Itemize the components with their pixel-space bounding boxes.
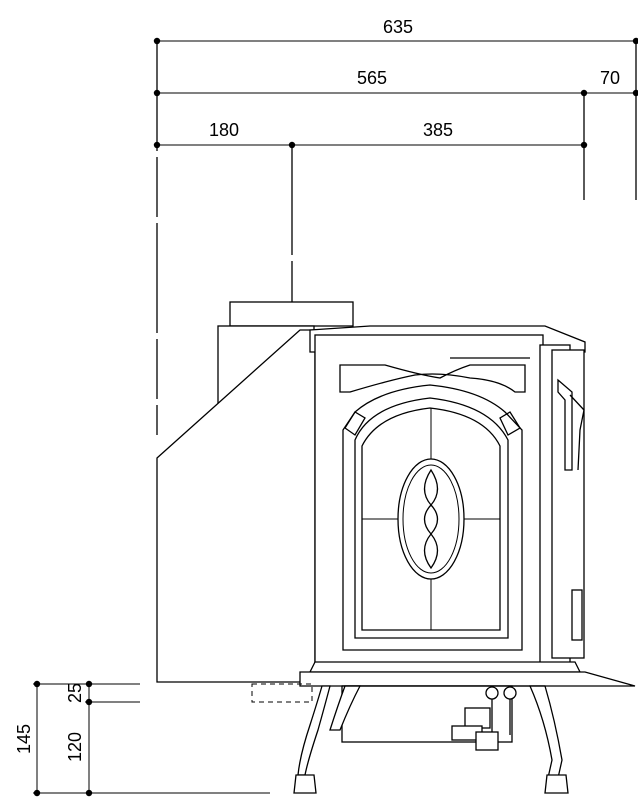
air-control-knob-2 <box>503 686 517 700</box>
dim-dot <box>33 680 41 688</box>
dim-label-145: 145 <box>14 724 34 754</box>
ash-section <box>251 683 517 751</box>
foot-front <box>544 774 569 794</box>
dim-label-70: 70 <box>600 68 620 88</box>
dim-label-565: 565 <box>357 68 387 88</box>
handle-lever <box>557 378 573 471</box>
dim-dot <box>85 789 93 797</box>
leg-rear <box>297 685 331 776</box>
air-control-box <box>464 707 491 729</box>
glass-oval-ornament <box>397 458 465 580</box>
dim-label-635: 635 <box>383 17 413 37</box>
dim-dot <box>33 789 41 797</box>
dim-label-385: 385 <box>423 120 453 140</box>
foot-rear <box>293 774 317 794</box>
air-control-rods <box>491 699 511 735</box>
dim-dot <box>85 698 93 706</box>
dim-dot <box>85 680 93 688</box>
air-control-block <box>475 731 499 751</box>
handle-hinge <box>571 589 583 641</box>
left-dimension-lines <box>33 680 270 797</box>
door-corner-left <box>344 411 366 436</box>
door-corner-right <box>499 411 521 436</box>
dim-label-25: 25 <box>65 683 85 703</box>
dim-label-180: 180 <box>209 120 239 140</box>
ornament-petal-bottom <box>423 532 439 570</box>
stove-legs <box>293 685 569 794</box>
air-control-knob-1 <box>485 686 499 700</box>
front-door <box>342 384 523 651</box>
ash-drawer-hidden <box>251 683 313 703</box>
base-plate <box>299 671 636 687</box>
leg-rear-inner <box>329 685 362 731</box>
leg-front <box>529 685 563 779</box>
glass-oval-inner <box>402 464 460 574</box>
bottom-trim <box>308 661 582 673</box>
dim-label-120: 120 <box>65 732 85 762</box>
flue-collar <box>229 301 354 327</box>
handle-grip <box>569 394 585 471</box>
door-handle <box>557 378 585 641</box>
top-ornament <box>339 357 530 393</box>
crest-scroll <box>339 364 526 393</box>
